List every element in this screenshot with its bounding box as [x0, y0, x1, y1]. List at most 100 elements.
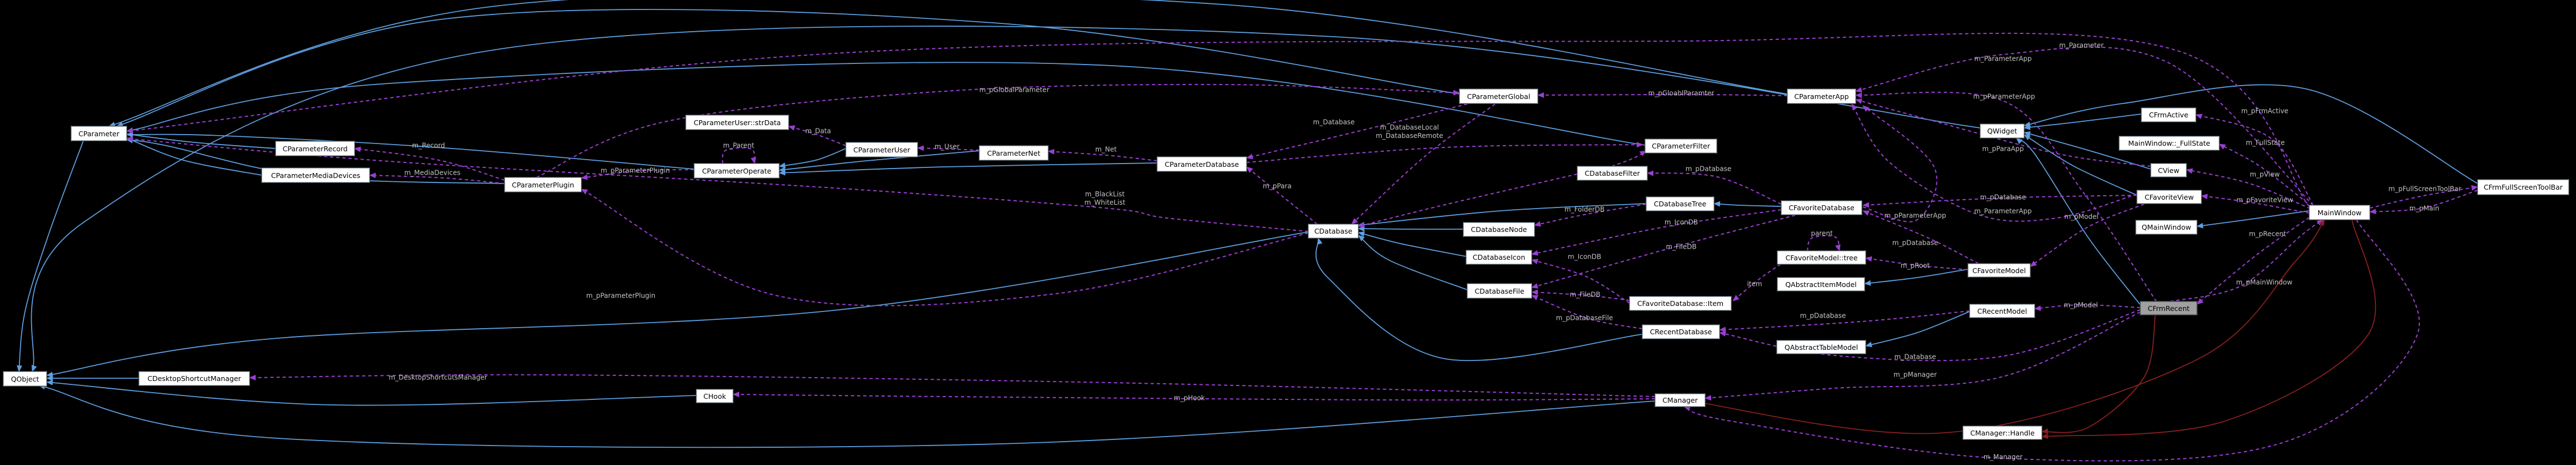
node-favmodel[interactable]: CFavoriteModel: [1967, 263, 2031, 278]
node-chook[interactable]: CHook: [696, 389, 734, 403]
node-filter[interactable]: CParameterFilter: [1645, 138, 1717, 154]
node-handle[interactable]: CManager::Handle: [1962, 426, 2042, 440]
node-global[interactable]: CParameterGlobal: [1459, 88, 1538, 104]
node-recentdb[interactable]: CRecentDatabase: [1642, 324, 1720, 339]
node-frmactive[interactable]: CFrmActive: [2141, 107, 2196, 122]
edge: [2016, 137, 2141, 305]
node-favtree[interactable]: CFavoriteModel::tree: [1777, 250, 1866, 265]
node-qmainwindow[interactable]: QMainWindow: [2135, 220, 2198, 235]
edge-m_pDatabase: [1862, 195, 2137, 208]
edge-m_pFavoriteView: [2201, 194, 2310, 214]
node-net[interactable]: CParameterNet: [979, 145, 1049, 161]
edge: [2024, 113, 2142, 130]
edge-m_DatabaseLocal m_DatabaseRemote: [1351, 103, 1496, 225]
node-fullstate[interactable]: MainWindow::_FullState: [2119, 136, 2220, 151]
edge: [2041, 219, 2376, 439]
edge: [779, 148, 846, 169]
node-qobject[interactable]: QObject: [3, 371, 47, 387]
node-record[interactable]: CParameterRecord: [275, 141, 355, 156]
node-strdata[interactable]: CParameterUser::strData: [685, 115, 789, 130]
edge: [2024, 84, 2478, 184]
edge: [126, 62, 1646, 146]
edge: [126, 137, 262, 176]
edge: [1864, 269, 1969, 286]
edge-m_pDatabase: [1719, 310, 1970, 333]
edge-m_MediaDevices: [369, 172, 505, 184]
node-dbtree[interactable]: CDatabaseTree: [1646, 196, 1715, 211]
edge: [1358, 235, 1468, 290]
node-plugin[interactable]: CParameterPlugin: [504, 177, 582, 192]
edge: [126, 132, 695, 170]
edge: [1315, 238, 1643, 362]
edge-m_pParameterApp: [1862, 105, 1937, 222]
node-db[interactable]: CDatabase: [1308, 224, 1359, 239]
node-user[interactable]: CParameterUser: [845, 142, 918, 157]
node-manager[interactable]: CManager: [1655, 393, 1706, 407]
edge-m_pDatabaseFile: [1531, 295, 1643, 329]
node-cparameter[interactable]: CParameter: [71, 126, 127, 141]
node-qitemmodel[interactable]: QAbstractItemModel: [1777, 277, 1865, 291]
node-app[interactable]: CParameterApp: [1787, 88, 1856, 104]
node-dbnode[interactable]: CDatabaseNode: [1463, 222, 1535, 237]
node-desktop[interactable]: CDesktopShortcutManager: [138, 371, 250, 386]
node-dbfile[interactable]: CDatabaseFile: [1467, 283, 1532, 299]
node-qwidget[interactable]: QWidget: [1980, 123, 2025, 138]
edge-m_IconDB: [1531, 259, 1630, 304]
edge-m_BlackList m_WhiteList: [126, 136, 1309, 232]
edge: [1358, 231, 1467, 257]
edge-m_pRecent: [2196, 217, 2310, 305]
edge-m_Net: [1048, 149, 1158, 161]
edge: [46, 379, 697, 406]
node-operate[interactable]: CParameterOperate: [694, 163, 780, 179]
edge: [1611, 150, 1647, 167]
edge-m_pDatabase: [1647, 170, 1782, 205]
edge-m_pParameterPlugin: [581, 189, 1309, 306]
edge: [1865, 311, 1970, 348]
node-dbfilter[interactable]: CDatabaseFilter: [1577, 166, 1648, 181]
node-pdatabase[interactable]: CParameterDatabase: [1157, 156, 1247, 172]
edge-m_pParameterPlugin: [581, 169, 695, 180]
node-favview[interactable]: CFavoriteView: [2136, 190, 2202, 204]
edge-item: [1732, 264, 1781, 301]
edge-m_User: [917, 145, 980, 151]
edge-m_FullState: [2219, 144, 2313, 207]
node-qtablemodel[interactable]: QAbstractTableModel: [1776, 340, 1866, 354]
node-dbicon[interactable]: CDatabaseIcon: [1466, 250, 1532, 265]
edge: [46, 231, 1309, 378]
edge-m_ParameterApp: [1855, 46, 2314, 206]
node-view[interactable]: CView: [2150, 163, 2187, 177]
edge: [1246, 142, 1643, 163]
edge-m_pDatabase: [1862, 210, 1979, 264]
node-recentmodel[interactable]: CRecentModel: [1969, 304, 2035, 318]
node-mainwindow[interactable]: MainWindow: [2309, 205, 2370, 220]
edge-m_Data: [788, 125, 846, 146]
edge: [116, 9, 1460, 127]
edge: [779, 162, 1158, 176]
node-favitem[interactable]: CFavoriteDatabase::Item: [1629, 296, 1732, 311]
node-media[interactable]: CParameterMediaDevices: [261, 167, 370, 183]
edge-m_pMain: [2369, 190, 2478, 215]
edge-m_IconDB: [1531, 209, 1782, 256]
edge: [2024, 134, 2137, 196]
edge-m_DesktopShortcutsManager: [249, 374, 1656, 397]
edge-m_pFullScreenToolBar: [2369, 185, 2478, 209]
edge-m_pParameterApp: [1855, 91, 2157, 302]
edge: [1358, 174, 1578, 228]
edge-m_pMainWindow: [2170, 219, 2324, 302]
node-favdb[interactable]: CFavoriteDatabase: [1781, 200, 1862, 215]
edge: [31, 26, 1981, 372]
edge-m_pModel: [2030, 204, 2145, 267]
edge-parent: [1807, 235, 1841, 251]
node-fstoolbar[interactable]: CFrmFullScreenToolBar: [2477, 179, 2569, 195]
edge-m_Record: [354, 146, 505, 181]
edge-m_pGlobalParameter: [536, 83, 1460, 178]
edge: [126, 132, 276, 149]
edge-m_pGloablParamter: [1537, 92, 1788, 98]
edge-m_ParameterApp: [1851, 103, 2137, 222]
edge-m_Manager: [1683, 219, 2420, 462]
edge-m_pFrmActive: [2195, 113, 2314, 206]
edge-m_pPara: [1246, 166, 1318, 225]
edge: [779, 150, 980, 172]
